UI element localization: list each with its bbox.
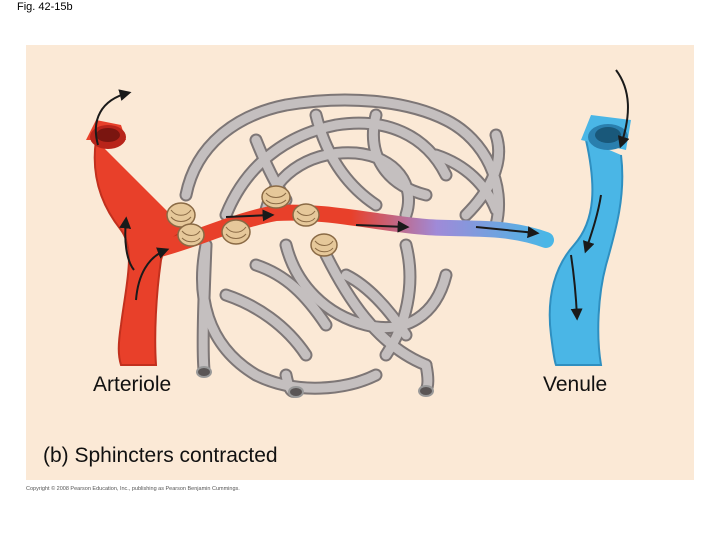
venule-label: Venule <box>543 373 608 396</box>
arteriole-label: Arteriole <box>93 373 172 396</box>
flow-arrow-thoroughfare-1 <box>225 209 275 222</box>
figure-caption: (b) Sphincters contracted <box>43 444 278 467</box>
sphincter <box>177 223 205 247</box>
flow-arrow-arteriole-out <box>94 89 132 146</box>
flow-arrow-thoroughfare-2 <box>355 220 410 233</box>
capillary-bed-diagram <box>86 69 631 398</box>
flow-arrow-venule-down-2 <box>570 254 583 321</box>
thoroughfare-channel <box>148 204 554 258</box>
figure-number-label: Fig. 42-15b <box>17 1 73 13</box>
sphincter <box>261 185 291 209</box>
precapillary-sphincters <box>166 185 338 257</box>
blood-flow-arrows <box>94 69 630 321</box>
copyright-notice: Copyright © 2008 Pearson Education, Inc.… <box>26 486 240 492</box>
sphincter <box>310 233 338 257</box>
sphincter <box>292 203 320 227</box>
flow-arrow-thoroughfare-3 <box>475 226 540 239</box>
flow-arrow-venule-in <box>615 69 630 149</box>
flow-arrow-arteriole-up <box>119 216 135 271</box>
flow-arrow-branch <box>135 247 170 301</box>
sphincter <box>221 219 251 245</box>
flow-arrow-venule-down-1 <box>582 194 602 254</box>
capillary-network <box>179 93 506 398</box>
